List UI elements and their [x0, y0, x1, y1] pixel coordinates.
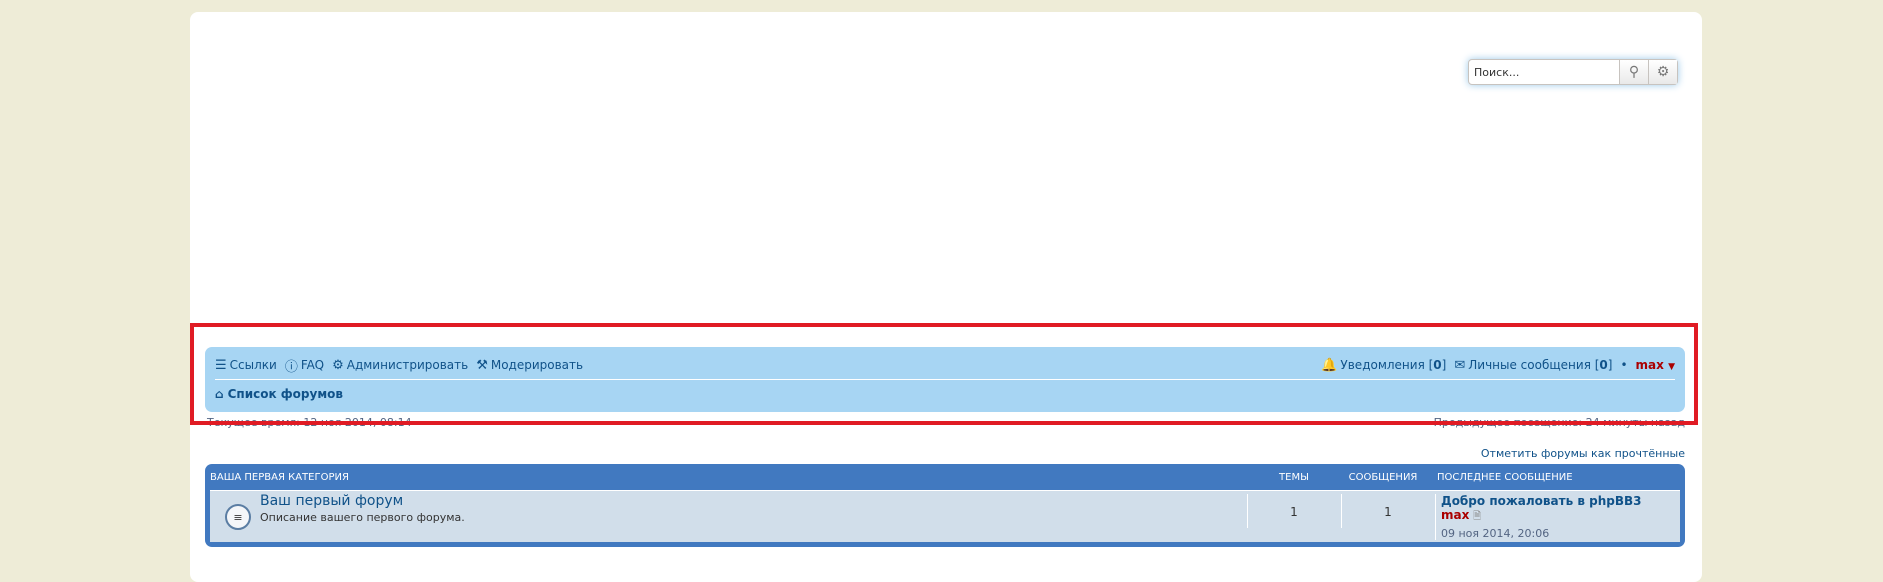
quick-links-menu[interactable]: ☰Ссылки [215, 358, 277, 373]
search-input[interactable] [1469, 60, 1619, 84]
gavel-icon: ⚒ [476, 357, 488, 373]
envelope-icon: ✉ [1454, 357, 1466, 373]
posts-count: 1 [1384, 505, 1392, 519]
messages-label: Личные сообщения [1468, 358, 1591, 372]
hamburger-icon: ☰ [215, 357, 227, 373]
messages-count: 0 [1599, 358, 1608, 372]
col-last-post: ПОСЛЕДНЕЕ СООБЩЕНИЕ [1437, 471, 1573, 483]
mark-forums-read-link[interactable]: Отметить форумы как прочтённые [1480, 447, 1685, 460]
mcp-label: Модерировать [490, 358, 584, 372]
forum-row: ≡ Ваш первый форум Описание вашего перво… [210, 490, 1680, 542]
last-post-author[interactable]: max [1441, 508, 1470, 522]
last-visit: Предыдущее посещение: 24 минуты назад [1433, 416, 1685, 429]
breadcrumb-label: Список форумов [227, 387, 343, 401]
caret-down-icon: ▼ [1668, 362, 1675, 372]
notifications-link[interactable]: 🔔Уведомления [0] [1321, 357, 1447, 373]
divider [1341, 494, 1342, 528]
col-posts: СООБЩЕНИЯ [1348, 471, 1418, 483]
notifications-label: Уведомления [1340, 358, 1425, 372]
topics-count: 1 [1290, 505, 1298, 519]
faq-label: FAQ [300, 358, 325, 372]
gear-icon: ⚙ [1656, 64, 1670, 80]
acp-label: Администрировать [346, 358, 469, 372]
forum-description: Описание вашего первого форума. [260, 511, 465, 524]
category-title[interactable]: ВАША ПЕРВАЯ КАТЕГОРИЯ [210, 471, 349, 483]
advanced-search-button[interactable]: ⚙ [1648, 60, 1677, 84]
question-icon: ⓘ [284, 359, 298, 375]
col-topics: ТЕМЫ [1279, 471, 1309, 483]
quick-links-label: Ссылки [229, 358, 277, 372]
divider [1435, 494, 1436, 540]
breadcrumb-forum-index[interactable]: ⌂Список форумов [215, 384, 343, 404]
bullet-separator: • [1620, 358, 1628, 372]
search-icon: ⚲ [1628, 64, 1640, 80]
acp-link[interactable]: ⚙Администрировать [332, 358, 468, 373]
search-box: ⚲ ⚙ [1468, 59, 1678, 85]
last-post: Добро пожаловать в phpBB3 max 🗎 09 ноя 2… [1441, 494, 1641, 540]
gears-icon: ⚙ [332, 357, 344, 373]
home-icon: ⌂ [215, 387, 224, 401]
category-header: ВАША ПЕРВАЯ КАТЕГОРИЯ ТЕМЫ СООБЩЕНИЯ ПОС… [205, 464, 1685, 490]
bell-icon: 🔔 [1321, 357, 1338, 373]
divider [1247, 494, 1248, 528]
view-latest-post-icon[interactable]: 🗎 [1473, 511, 1482, 522]
mcp-link[interactable]: ⚒Модерировать [476, 358, 583, 373]
forum-read-icon: ≡ [225, 504, 251, 530]
search-button[interactable]: ⚲ [1619, 60, 1648, 84]
last-post-date: 09 ноя 2014, 20:06 [1441, 527, 1550, 540]
forum-title-link[interactable]: Ваш первый форум [260, 493, 404, 509]
private-messages-link[interactable]: ✉Личные сообщения [0] [1454, 357, 1613, 373]
last-post-title-link[interactable]: Добро пожаловать в phpBB3 [1441, 494, 1642, 508]
username: max [1635, 358, 1664, 372]
user-menu[interactable]: max ▼ [1636, 358, 1675, 372]
category-block: ВАША ПЕРВАЯ КАТЕГОРИЯ ТЕМЫ СООБЩЕНИЯ ПОС… [205, 464, 1685, 547]
current-time: Текущее время: 12 ноя 2014, 08:14 [207, 416, 412, 429]
nav-divider [215, 379, 1675, 380]
notifications-count: 0 [1433, 358, 1442, 372]
